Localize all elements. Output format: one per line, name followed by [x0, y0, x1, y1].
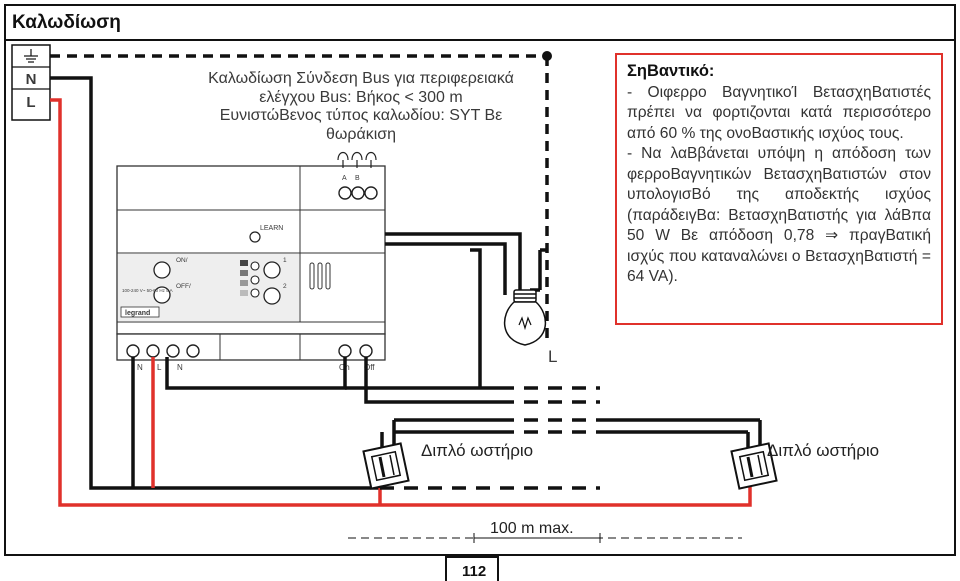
page-number-box [445, 556, 499, 581]
learn-label: LEARN [260, 225, 283, 232]
page-number: 112 [462, 563, 487, 580]
lamp-return [470, 248, 482, 388]
page-title: Καλωδίωση [12, 12, 121, 33]
earth-junction-dot [542, 51, 552, 61]
supply-l-label: L [26, 94, 35, 111]
brand-label: legrand [125, 310, 150, 317]
bus-a-label: A [342, 175, 347, 182]
off-wire [364, 357, 500, 404]
led-1 [250, 261, 260, 271]
terminal-screw-off [359, 344, 373, 358]
ground-icon [24, 49, 38, 63]
term-l-label: L [157, 363, 162, 372]
off-label: OFF/ [176, 283, 191, 290]
terminal-screw-l [146, 344, 160, 358]
page-frame [4, 4, 956, 556]
double-pushbutton-2 [730, 442, 778, 490]
term-n2-label: N [177, 363, 183, 372]
led-2 [250, 275, 260, 285]
lamp-icon [503, 289, 547, 346]
level-bar-3 [240, 280, 248, 286]
lamp-wire-1 [385, 232, 522, 290]
desc-line-4: θωράκιση [325, 125, 397, 143]
terminal-screw-n [126, 344, 140, 358]
switch-2-label: Διπλό ωστήριο [767, 441, 880, 460]
learn-button [249, 231, 261, 243]
switch-1-label: Διπλό ωστήριο [421, 441, 534, 460]
term-n-label: N [137, 363, 143, 372]
level-bar-4 [240, 290, 248, 296]
important-note-box: ΣηΒαντικό: - Οιφερρο ΒαγνητικοΊ ΒετασχηΒ… [615, 53, 943, 325]
on-button [153, 261, 171, 279]
desc-line-3: ΕυνιστώΒενος τύπος καλωδίου: SYT Bε [219, 107, 503, 124]
ch2-label: 2 [283, 283, 287, 290]
bus-description: Καλωδίωση Σύνδεση Bus για περιφερειακά ε… [165, 70, 557, 144]
note-paragraph-1: - Οιφερρο ΒαγνητικοΊ ΒετασχηΒατιστές πρέ… [627, 83, 931, 142]
n-wire [50, 76, 380, 490]
bus-screw-a [338, 186, 352, 200]
terminal-screw-n2 [166, 344, 180, 358]
switch-rocker-2 [746, 456, 754, 478]
terminal-screw-on [338, 344, 352, 358]
note-paragraph-2: - Να λαΒβάνεται υπόψη η απόδοση των φερρ… [627, 145, 931, 285]
l-wire [50, 98, 752, 507]
supply-n-label: N [26, 71, 37, 88]
led-3 [250, 288, 260, 298]
double-pushbutton-1 [362, 442, 410, 490]
distance-label: 100 m max. [490, 520, 574, 537]
level-bar-1 [240, 260, 248, 266]
desc-line-1: Καλωδίωση Σύνδεση Bus για περιφερειακά [208, 70, 514, 87]
bus-screw-b [351, 186, 365, 200]
on-label: ON/ [176, 257, 188, 264]
off-button [153, 286, 171, 304]
supply-box [11, 44, 51, 121]
terminal-screw-blank [186, 344, 200, 358]
switch-rocker-1 [378, 456, 386, 478]
bus-b-label: B [355, 175, 360, 182]
level-bar-2 [240, 270, 248, 276]
actuator-device: N L N On Off A B LEARN ON/ OFF/ 1 [116, 151, 386, 372]
lamp-wire-2 [385, 242, 507, 295]
term-off-label: Off [364, 363, 375, 372]
lamp-label: L [548, 347, 557, 366]
ch2-button [263, 287, 281, 305]
on-wire [165, 357, 347, 390]
rating-label: 100-240 V~ 50-60 Hz 5 A [122, 288, 173, 293]
bus-screw-gnd [364, 186, 378, 200]
ch1-label: 1 [283, 257, 287, 264]
desc-line-2: ελέγχου Bus: Βήκος < 300 m [259, 88, 463, 106]
ch1-button [263, 261, 281, 279]
note-heading: ΣηΒαντικό: [627, 62, 715, 80]
bus-cable [337, 151, 377, 161]
